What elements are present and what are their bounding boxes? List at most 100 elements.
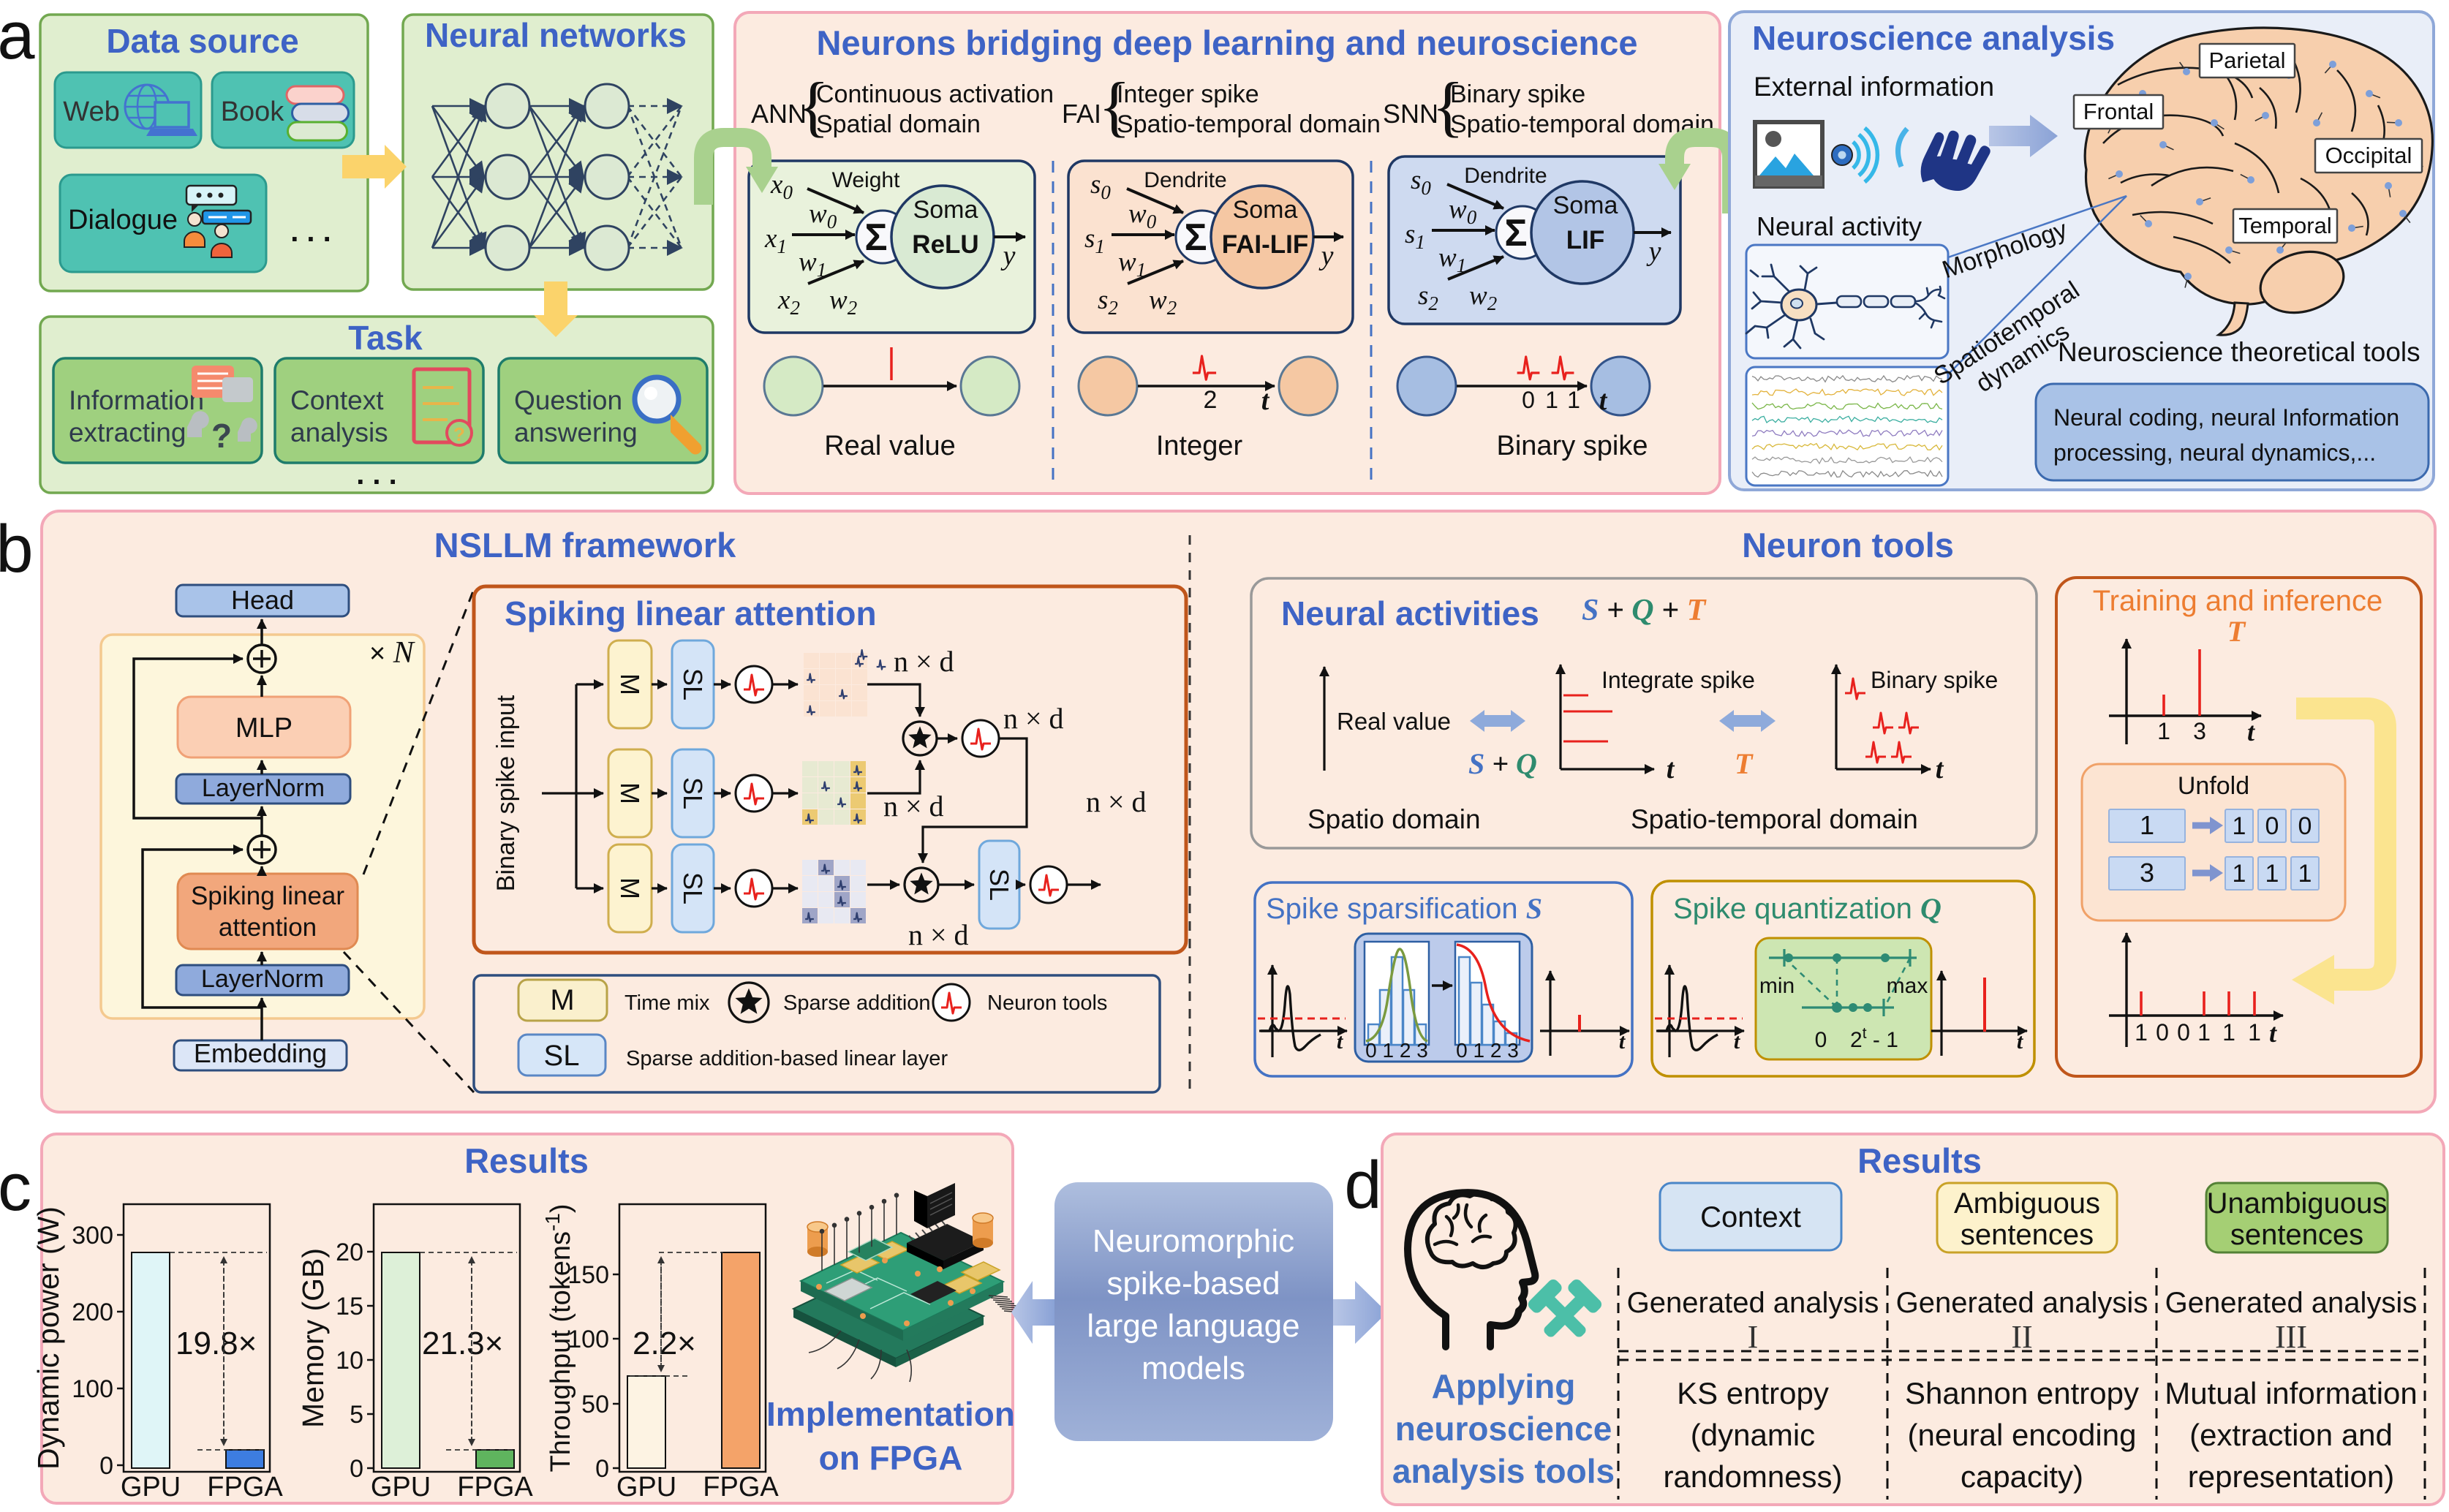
svg-text:0: 0 xyxy=(1815,1028,1827,1052)
svg-text:3: 3 xyxy=(2193,718,2206,744)
svg-text:1: 1 xyxy=(2135,1019,2148,1046)
svg-text:2t - 1: 2t - 1 xyxy=(1850,1025,1898,1052)
svg-text:Embedding: Embedding xyxy=(194,1038,327,1068)
svg-text:Sparse addition: Sparse addition xyxy=(783,991,931,1015)
svg-text:15: 15 xyxy=(336,1293,363,1320)
svg-text:Spike sparsification S: Spike sparsification S xyxy=(1266,892,1542,925)
svg-text:1: 1 xyxy=(1567,387,1580,413)
svg-text:representation): representation) xyxy=(2188,1459,2395,1494)
svg-text:1: 1 xyxy=(2233,812,2246,840)
svg-text:FAI-LIF: FAI-LIF xyxy=(1222,230,1309,259)
svg-text:M: M xyxy=(615,673,645,695)
svg-text:d: d xyxy=(1344,1148,1381,1222)
svg-text:randomness): randomness) xyxy=(1663,1459,1842,1494)
svg-text:300: 300 xyxy=(72,1222,113,1250)
svg-text:Soma: Soma xyxy=(913,196,978,224)
svg-text:M: M xyxy=(550,984,574,1016)
svg-text:answering: answering xyxy=(514,417,638,447)
svg-text:19.8×: 19.8× xyxy=(176,1326,257,1361)
svg-text:t: t xyxy=(1734,1029,1741,1054)
svg-text:n × d: n × d xyxy=(883,790,944,823)
svg-text:S + Q + T: S + Q + T xyxy=(1582,594,1707,627)
svg-text:Spiking linear attention: Spiking linear attention xyxy=(505,594,877,632)
svg-text:0: 0 xyxy=(595,1455,609,1483)
svg-text:sentences: sentences xyxy=(2230,1219,2363,1251)
svg-text:Results: Results xyxy=(464,1141,589,1180)
svg-text:max: max xyxy=(1887,974,1928,998)
svg-text:0: 0 xyxy=(2177,1019,2190,1046)
svg-text:Spatio domain: Spatio domain xyxy=(1307,804,1481,834)
svg-text:t: t xyxy=(1667,754,1675,785)
svg-text:Parietal: Parietal xyxy=(2208,48,2285,73)
svg-text:Real value: Real value xyxy=(824,431,956,461)
svg-text:0: 0 xyxy=(2156,1019,2169,1046)
svg-text:Neural coding, neural Informat: Neural coding, neural Information xyxy=(2053,404,2399,431)
svg-text:1: 1 xyxy=(1545,387,1558,413)
svg-text:Neural networks: Neural networks xyxy=(425,16,687,54)
svg-text:Context: Context xyxy=(290,385,384,415)
svg-text:T: T xyxy=(1735,747,1754,780)
svg-text:SL: SL xyxy=(984,869,1014,901)
svg-text:1: 1 xyxy=(2197,1019,2211,1046)
svg-text:Weight: Weight xyxy=(832,168,900,192)
svg-text:External information: External information xyxy=(1754,72,1994,102)
svg-text:n × d: n × d xyxy=(1003,702,1064,735)
svg-text:Spike quantization Q: Spike quantization Q xyxy=(1673,892,1942,925)
svg-text:Sparse addition-based linear l: Sparse addition-based linear layer xyxy=(626,1047,948,1070)
svg-text:. . .: . . . xyxy=(290,216,331,248)
svg-text:a: a xyxy=(0,0,35,73)
svg-text:Neuromorphic: Neuromorphic xyxy=(1093,1223,1294,1259)
svg-text:KS entropy: KS entropy xyxy=(1677,1376,1829,1410)
svg-text:100: 100 xyxy=(72,1375,113,1403)
svg-text:Generated analysis: Generated analysis xyxy=(1627,1287,1879,1319)
svg-text:0: 0 xyxy=(99,1452,113,1480)
svg-text:models: models xyxy=(1142,1350,1245,1386)
svg-text:extracting: extracting xyxy=(69,417,186,447)
svg-text:2.2×: 2.2× xyxy=(633,1326,696,1361)
svg-text:Task: Task xyxy=(348,319,423,357)
svg-text:n × d: n × d xyxy=(894,645,954,678)
svg-text:0: 0 xyxy=(350,1455,363,1483)
svg-text:Shannon entropy: Shannon entropy xyxy=(1905,1376,2139,1410)
svg-text:Spatio-temporal domain: Spatio-temporal domain xyxy=(1450,110,1714,138)
svg-text:Real value: Real value xyxy=(1337,708,1451,735)
svg-text:Unambiguous: Unambiguous xyxy=(2207,1187,2388,1220)
svg-text:Unfold: Unfold xyxy=(2178,772,2249,800)
svg-text:Continuous activation: Continuous activation xyxy=(816,80,1054,108)
svg-text:Applying: Applying xyxy=(1432,1367,1576,1405)
svg-text:Soma: Soma xyxy=(1553,192,1618,219)
svg-text:FPGA: FPGA xyxy=(703,1472,779,1502)
svg-text:Integer: Integer xyxy=(1156,431,1243,461)
svg-text:M: M xyxy=(615,877,645,899)
svg-text:Dialogue: Dialogue xyxy=(68,205,178,235)
svg-text:0: 0 xyxy=(2298,812,2312,840)
svg-text:Throughput (tokens-1): Throughput (tokens-1) xyxy=(541,1203,576,1472)
svg-text:S + Q: S + Q xyxy=(1468,747,1537,780)
svg-text:Dynamic power (W): Dynamic power (W) xyxy=(31,1206,65,1470)
svg-text:ANN: ANN xyxy=(751,99,807,129)
svg-text:Occipital: Occipital xyxy=(2325,143,2412,168)
svg-text:LIF: LIF xyxy=(1566,226,1604,254)
svg-text:t: t xyxy=(2247,717,2255,746)
svg-text:FPGA: FPGA xyxy=(457,1472,533,1502)
svg-text:Context: Context xyxy=(1700,1201,1801,1233)
svg-text:Spatio-temporal domain: Spatio-temporal domain xyxy=(1631,804,1918,834)
svg-text:(neural encoding: (neural encoding xyxy=(1908,1418,2137,1452)
svg-text:SL: SL xyxy=(678,668,708,700)
svg-text:Spatial domain: Spatial domain xyxy=(816,110,981,138)
svg-text:Σ: Σ xyxy=(1184,216,1207,259)
svg-text:t: t xyxy=(1337,1029,1344,1054)
svg-text:1: 1 xyxy=(2222,1019,2235,1046)
svg-text:2: 2 xyxy=(1204,386,1218,414)
svg-text:I: I xyxy=(1748,1319,1759,1355)
svg-text:t: t xyxy=(2017,1029,2024,1054)
svg-text:?: ? xyxy=(453,423,465,445)
svg-text:capacity): capacity) xyxy=(1961,1459,2083,1494)
svg-text:SL: SL xyxy=(678,777,708,809)
svg-text:Mutual information: Mutual information xyxy=(2165,1376,2418,1410)
svg-text:Time mix: Time mix xyxy=(624,991,710,1015)
svg-text:?: ? xyxy=(211,417,232,455)
svg-text:y: y xyxy=(1646,236,1661,267)
svg-text:b: b xyxy=(0,512,34,586)
svg-text:{: { xyxy=(1098,69,1131,143)
